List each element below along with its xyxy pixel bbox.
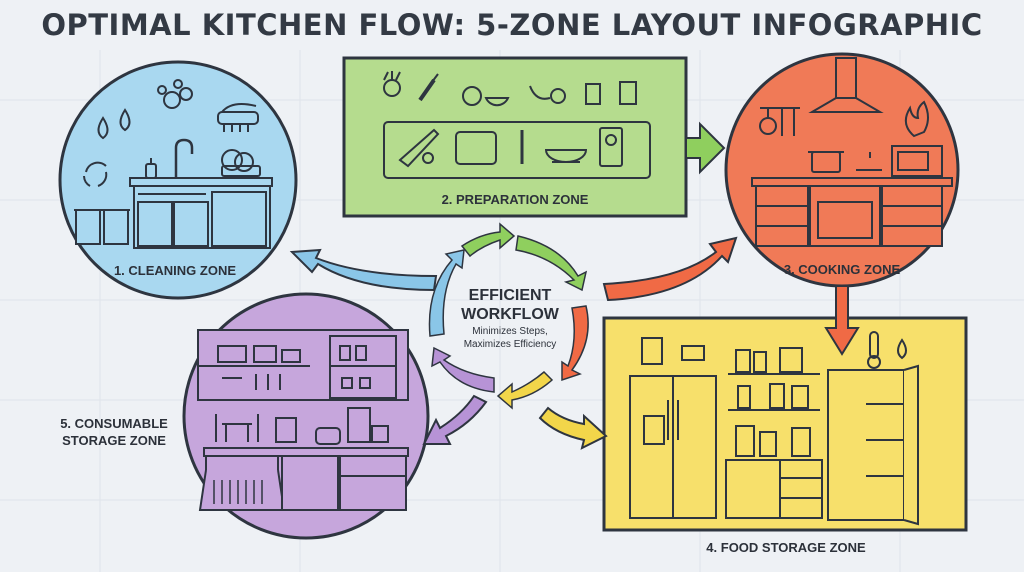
consumable-storage-zone bbox=[182, 292, 430, 540]
soap-dispenser-icon bbox=[145, 158, 157, 179]
cycle-arrow-orange bbox=[561, 305, 589, 382]
upper-cabinets bbox=[197, 329, 409, 401]
dishware-icons bbox=[217, 345, 371, 390]
pantry-shelves bbox=[728, 347, 820, 411]
cycle-arrow-yellow bbox=[496, 370, 554, 410]
center-subtitle-line1: Minimizes Steps, bbox=[472, 326, 548, 337]
produce-icons bbox=[383, 71, 637, 107]
infographic-title: OPTIMAL KITCHEN FLOW: 5-ZONE LAYOUT INFO… bbox=[41, 8, 983, 42]
pots-icon bbox=[808, 151, 882, 173]
zone-connector-arrows bbox=[289, 121, 860, 450]
arrow-center-to-cleaning bbox=[289, 248, 438, 292]
packaged-food-icons bbox=[641, 337, 705, 365]
scrub-brush-icon bbox=[217, 103, 259, 132]
microwave-icon bbox=[891, 145, 943, 177]
cycle-arrow-green-top bbox=[460, 222, 516, 258]
consumable-zone-label: 5. CONSUMABLE STORAGE ZONE bbox=[44, 415, 184, 449]
consumable-zone-label-line1: 5. CONSUMABLE bbox=[60, 416, 168, 431]
center-title-line2: WORKFLOW bbox=[461, 306, 559, 323]
sink-cabinet bbox=[129, 177, 273, 249]
utensils-icon bbox=[759, 107, 800, 136]
center-workflow-subtitle: Minimizes Steps, Maximizes Efficiency bbox=[440, 325, 580, 351]
lower-cabinets bbox=[198, 447, 409, 511]
thermometer-icon bbox=[867, 331, 881, 369]
water-drop-icon bbox=[97, 116, 109, 140]
small-appliances-icons bbox=[275, 407, 389, 445]
arrow-cooking-to-storage bbox=[824, 285, 860, 356]
workflow-cycle bbox=[428, 222, 589, 410]
consumable-zone-label-line2: STORAGE ZONE bbox=[62, 433, 166, 448]
cooking-zone bbox=[724, 52, 960, 288]
arrow-center-to-consumable bbox=[422, 394, 488, 445]
storage-cabinet bbox=[725, 425, 823, 519]
water-drop-icon bbox=[119, 108, 131, 132]
humidity-drop-icon bbox=[897, 338, 907, 360]
flame-icon bbox=[904, 100, 929, 138]
range-hood-icon bbox=[808, 57, 884, 113]
preparation-zone bbox=[342, 56, 688, 218]
prep-counter bbox=[383, 121, 651, 179]
cleaning-zone bbox=[58, 60, 298, 300]
recycle-icon bbox=[83, 161, 108, 187]
food-storage-zone bbox=[602, 316, 968, 532]
cycle-arrow-green bbox=[515, 235, 588, 292]
cycle-arrow-purple bbox=[431, 346, 495, 393]
dining-set-icon bbox=[215, 414, 259, 442]
cycle-arrow-blue bbox=[428, 249, 465, 337]
refrigerator-icon bbox=[629, 375, 717, 519]
preparation-zone-label: 2. PREPARATION ZONE bbox=[441, 192, 589, 207]
prep-tools-icons bbox=[398, 127, 623, 168]
arrow-prep-to-cooking bbox=[685, 121, 726, 175]
arrow-center-to-storage bbox=[538, 406, 608, 450]
tall-pantry-icon bbox=[827, 364, 919, 526]
food-storage-zone-label: 4. FOOD STORAGE ZONE bbox=[706, 540, 866, 555]
center-title-line1: EFFICIENT bbox=[468, 287, 552, 304]
stove-cabinets bbox=[751, 177, 953, 247]
cleaning-zone-label: 1. CLEANING ZONE bbox=[113, 263, 237, 278]
arrow-center-to-cooking bbox=[602, 236, 738, 302]
dish-rack-icon bbox=[221, 149, 261, 177]
cutlery-drawer-icon bbox=[213, 480, 263, 504]
recycling-bins-icon bbox=[74, 209, 130, 245]
cooking-zone-label: 3. COOKING ZONE bbox=[783, 262, 901, 277]
soap-bubbles-icon bbox=[157, 79, 193, 109]
center-subtitle-line2: Maximizes Efficiency bbox=[463, 339, 557, 350]
center-workflow-title: EFFICIENT WORKFLOW bbox=[445, 286, 575, 324]
faucet-icon bbox=[174, 138, 194, 178]
